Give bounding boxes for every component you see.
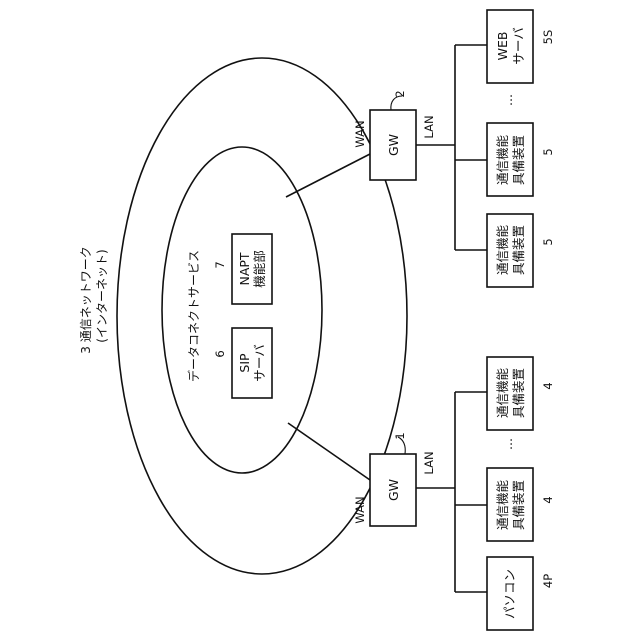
pc-ref: 4P [541,574,555,588]
comm-device-4-box-b [487,357,533,430]
web-server-box [487,10,533,83]
comm-device-5b-ref: 5 [541,148,555,155]
comm-device-4-box-a [487,468,533,541]
data-connect-service-label: データコネクトサービス [186,250,201,382]
napt-label-line1: NAPT [237,252,252,285]
gateway-2-ref: 2 [393,90,407,97]
gateway-2-wan-label: WAN [353,120,367,147]
comm-device-4b-ref: 4 [541,382,555,389]
gateway-1-wan-label: WAN [353,496,367,523]
lower-ellipsis: … [501,438,515,450]
comm-device-5a-ref: 5 [541,238,555,245]
network-name: 通信ネットワーク [79,246,93,342]
comm-device-4b-label-line2: 具備装置 [511,368,526,418]
napt-label-line2: 機能部 [252,250,267,288]
upper-ellipsis: … [501,94,515,106]
comm-device-5-box-b [487,123,533,196]
comm-device-5b-label-line1: 通信機能 [495,135,510,186]
comm-device-5b-label-line2: 具備装置 [511,135,526,185]
gateway-1-label: GW [386,479,401,501]
napt-ref: 7 [213,261,227,268]
pc-label: パソコン [502,569,517,619]
sip-server-label-line2: サーバ [252,344,267,381]
sip-server-ref: 6 [213,350,227,357]
network-ref: 3 [79,346,93,354]
comm-device-4a-label-line2: 具備装置 [511,480,526,530]
comm-device-4a-label-line1: 通信機能 [495,480,510,531]
web-server-ref: 5S [541,30,555,45]
svg-text:3 通信ネットワーク: 3 通信ネットワーク [79,246,93,353]
sip-server-label-line1: SIP [237,353,252,373]
comm-device-4a-ref: 4 [541,496,555,503]
gateway-2-label: GW [386,134,401,156]
network-subname: (インターネット) [95,249,109,342]
comm-device-4b-label-line1: 通信機能 [495,368,510,419]
data-connect-service-ellipse [162,147,322,473]
gateway-1-ref: 1 [393,432,407,439]
gateway-2-lan-label: LAN [422,115,436,138]
gateway-1-lan-label: LAN [422,451,436,474]
comm-device-5a-label-line2: 具備装置 [511,225,526,275]
comm-device-5-box-a [487,214,533,287]
comm-device-5a-label-line1: 通信機能 [495,225,510,276]
web-server-label-line2: サーバ [511,27,526,64]
web-server-label-line1: WEB [495,32,510,61]
